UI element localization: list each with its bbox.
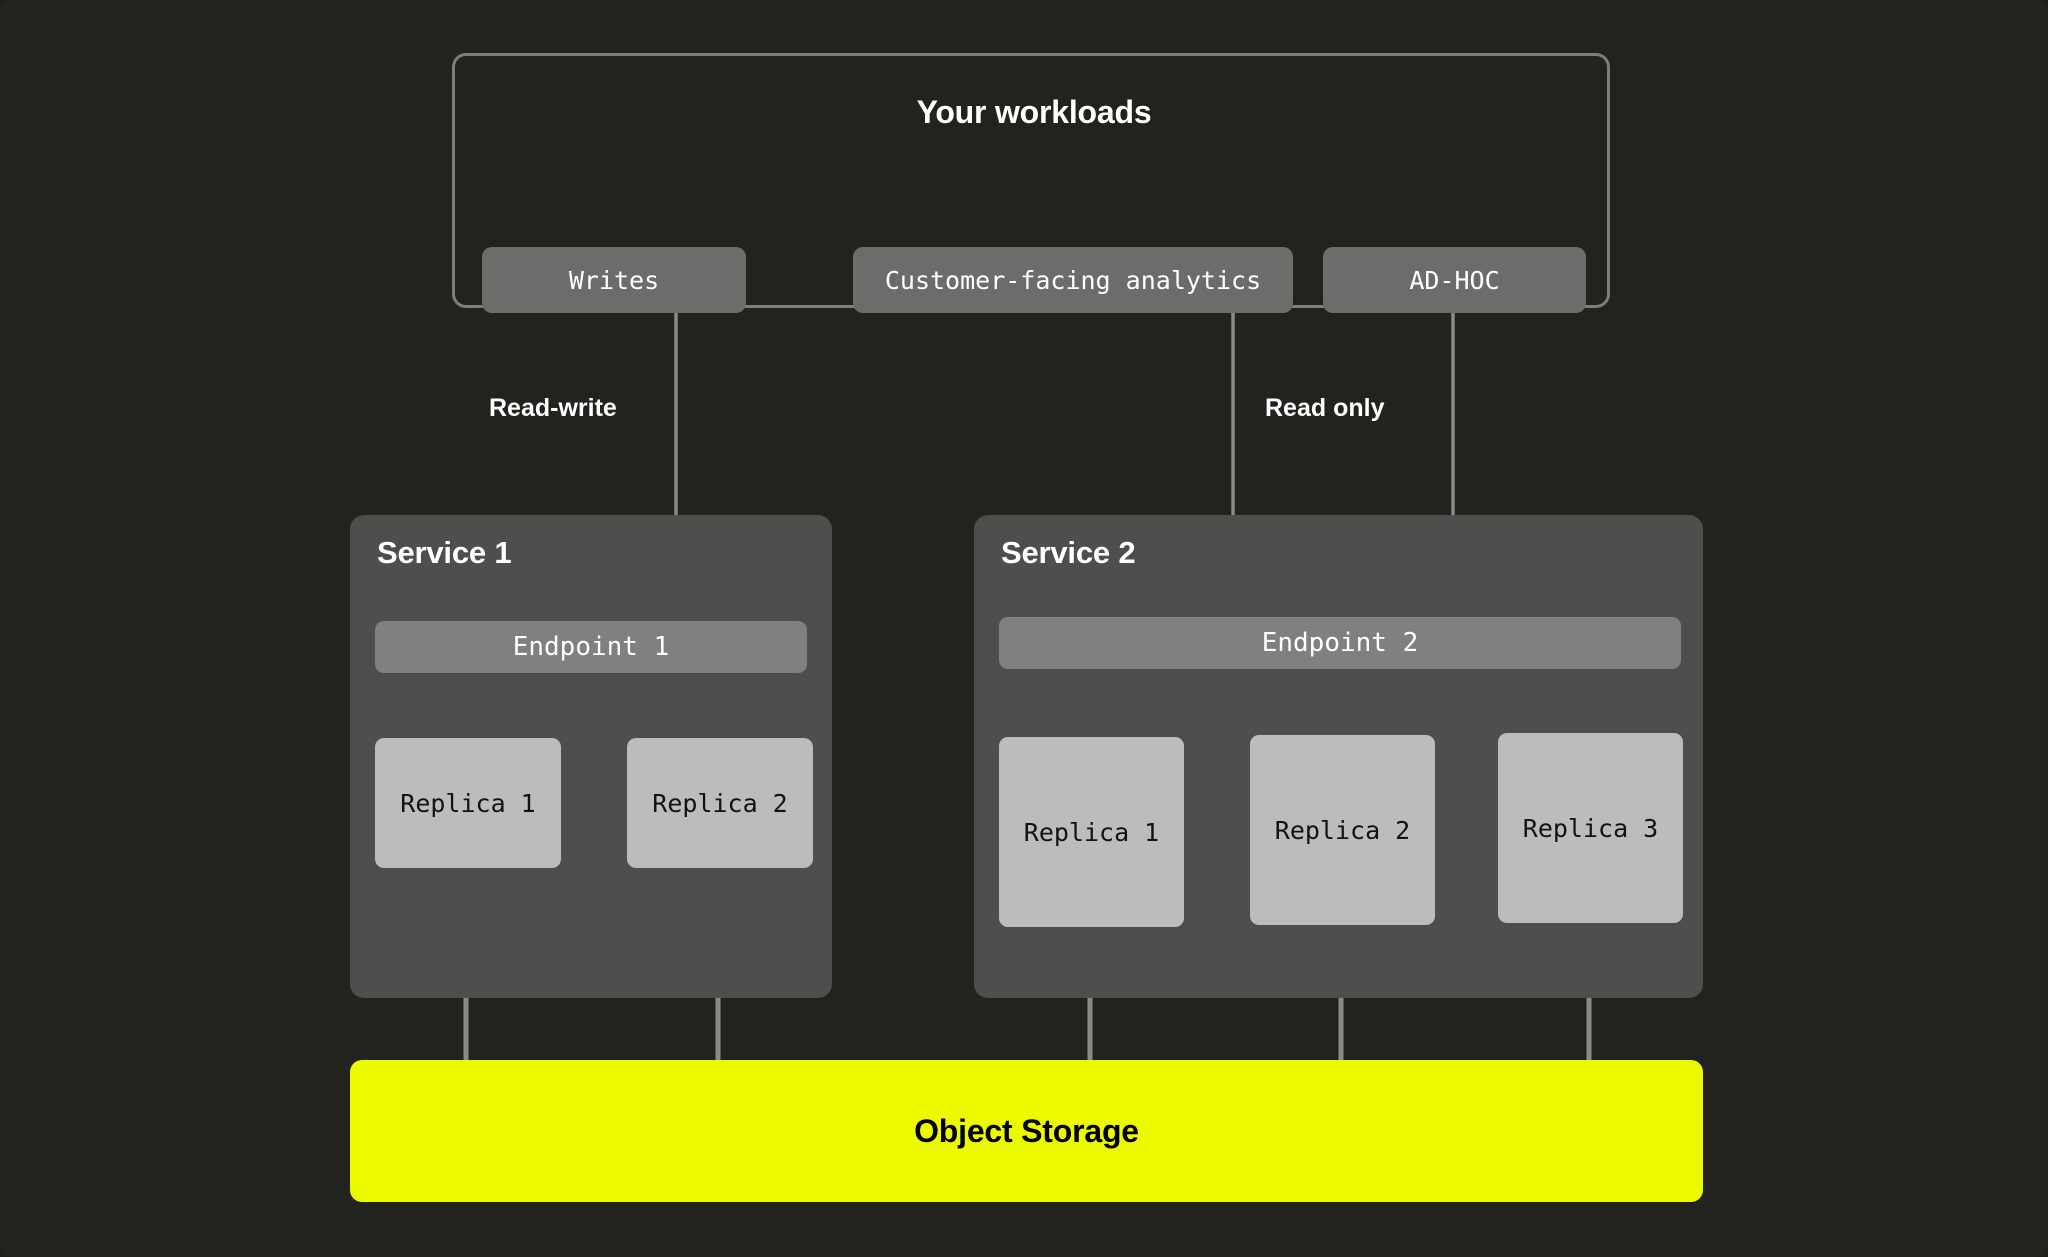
service-2-endpoint[interactable]: Endpoint 2 (999, 617, 1681, 669)
service-1-replica-1[interactable]: Replica 1 (375, 738, 561, 868)
service-2-replica-3[interactable]: Replica 3 (1498, 733, 1683, 923)
workload-chip-customer-facing-analytics[interactable]: Customer-facing analytics (853, 247, 1293, 313)
service-2-panel: Service 2 Endpoint 2 Replica 1 Replica 2… (974, 515, 1703, 998)
service-2-replica-1[interactable]: Replica 1 (999, 737, 1184, 927)
service-2-title: Service 2 (1001, 535, 1136, 570)
service-1-replica-2[interactable]: Replica 2 (627, 738, 813, 868)
object-storage-bar[interactable]: Object Storage (350, 1060, 1703, 1202)
your-workloads-container: Your workloads Writes Customer-facing an… (452, 53, 1610, 313)
service-1-endpoint[interactable]: Endpoint 1 (375, 621, 807, 673)
your-workloads-title: Your workloads (916, 94, 1152, 130)
edge-label-read-write: Read-write (489, 394, 617, 422)
service-2-replica-2[interactable]: Replica 2 (1250, 735, 1435, 925)
service-1-title: Service 1 (377, 535, 512, 570)
edge-label-read-only: Read only (1265, 394, 1385, 422)
service-1-panel: Service 1 Endpoint 1 Replica 1 Replica 2 (350, 515, 832, 998)
workload-chip-writes[interactable]: Writes (482, 247, 746, 313)
workload-chip-ad-hoc[interactable]: AD-HOC (1323, 247, 1586, 313)
